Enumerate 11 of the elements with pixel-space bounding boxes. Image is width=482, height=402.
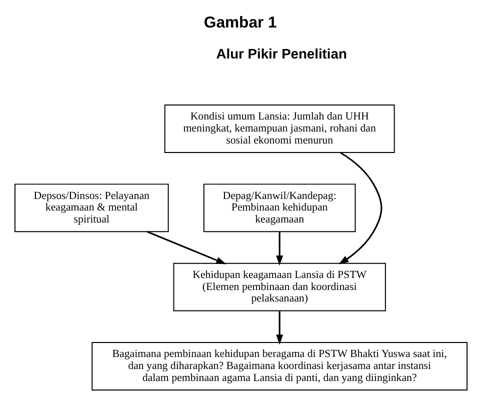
node-box: Bagaimana pembinaan kehidupan beragama di PSTW Bhakti Yuswa saat ini, dan yang diharapkan? Bagaimana koordinasi kerjasama antar instansi dalam pembinaan agama Lansia di panti, dan yang diinginkan? <box>92 342 468 390</box>
node-box: Depag/Kanwil/Kandepag: Pembinaan kehidupan keagamaan <box>203 184 356 232</box>
node-box: Kondisi umum Lansia: Jumlah dan UHH meningkat, kemampuan jasmani, rohani dan sosial ekonomi menurun <box>164 104 395 154</box>
arrow <box>276 232 284 266</box>
label: Alur Pikir Penelitian <box>216 45 347 62</box>
arrow <box>146 231 226 264</box>
arrow <box>276 311 284 345</box>
node-box: Depsos/Dinsos: Pelayanan keagamaan & mental spiritual <box>14 184 169 232</box>
node-box: Kehidupan keagamaan Lansia di PSTW (Elemen pembinaan dan koordinasi pelaksanaan) <box>173 262 386 312</box>
arrow <box>338 152 382 264</box>
diagram-title: Gambar 1 <box>204 14 277 32</box>
